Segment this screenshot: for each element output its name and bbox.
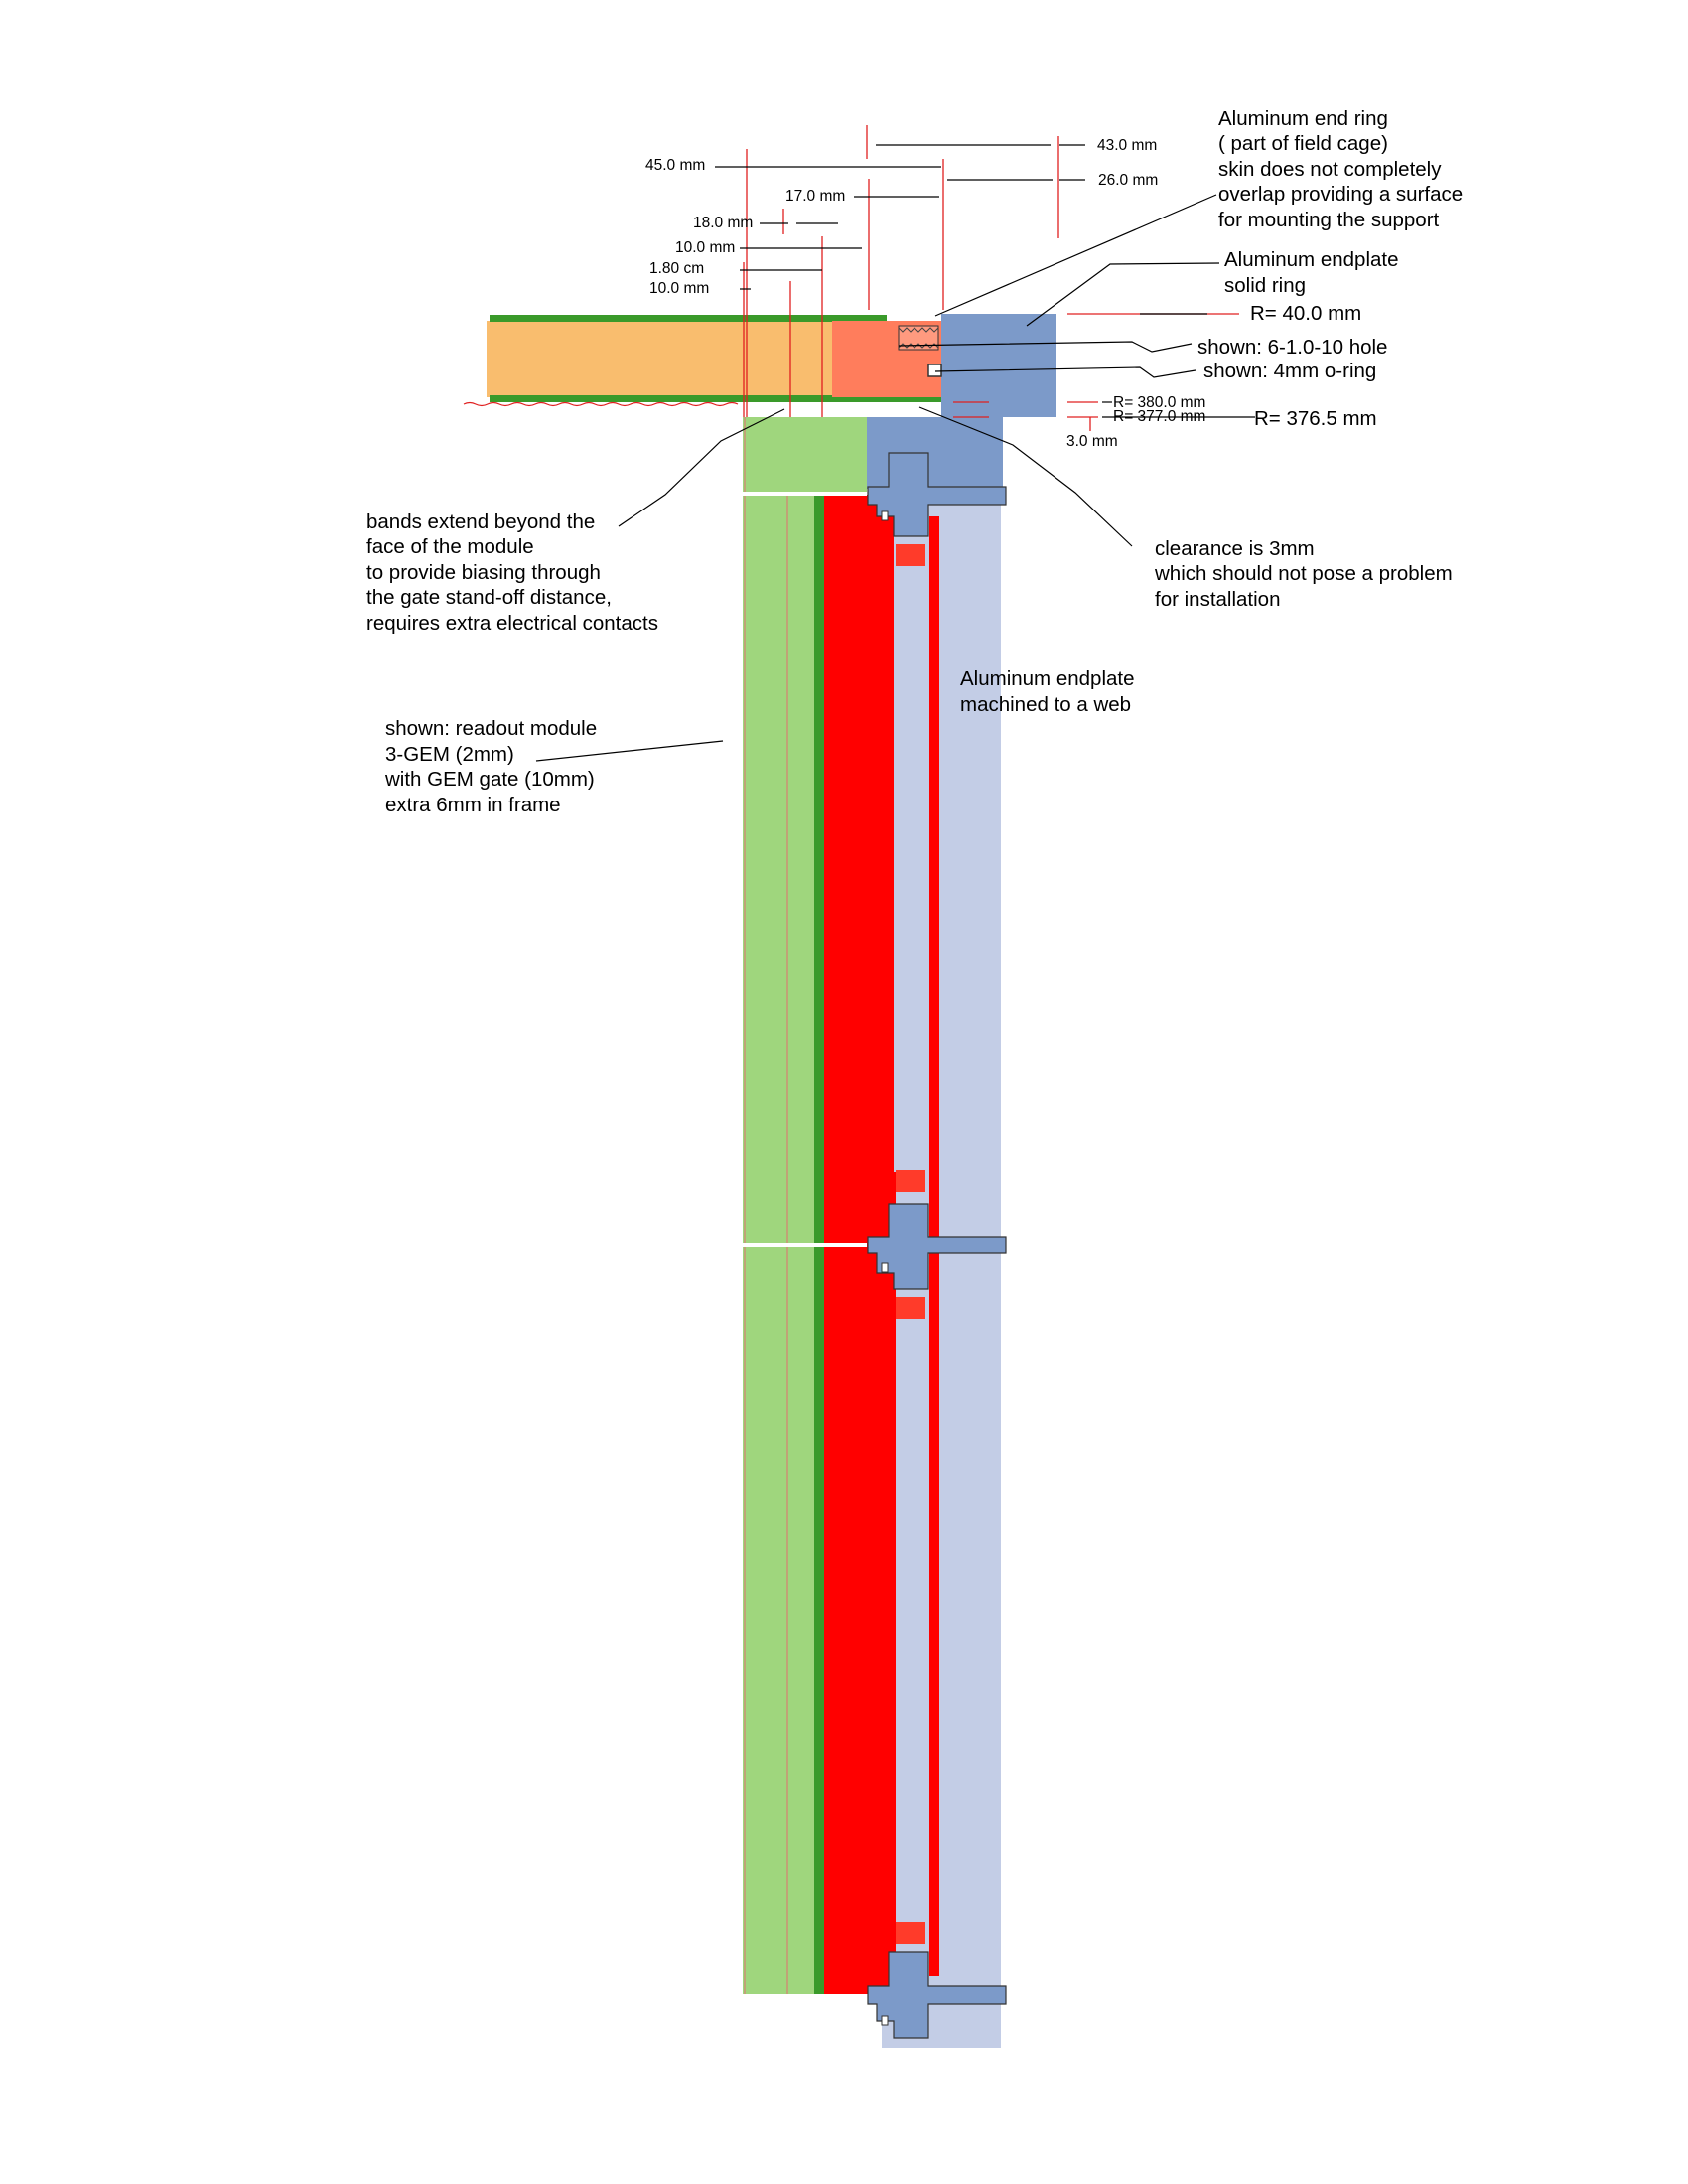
dim-10b: 10.0 mm	[649, 280, 709, 297]
note-r376: R= 376.5 mm	[1254, 407, 1377, 430]
dimension-labels: 45.0 mm 43.0 mm 26.0 mm 17.0 mm 18.0 mm …	[645, 137, 1205, 450]
clamp-top	[867, 452, 1007, 537]
note-readout: shown: readout module 3-GEM (2mm) with G…	[384, 717, 603, 816]
note-hole: shown: 6-1.0-10 hole	[1197, 336, 1387, 359]
endplate-solid-ring	[927, 314, 1056, 417]
dim-26: 26.0 mm	[1098, 172, 1158, 189]
clamp-middle	[867, 1203, 1007, 1290]
thread-teeth	[898, 327, 939, 349]
spacer-block	[896, 1922, 925, 1944]
dim-18: 18.0 mm	[693, 215, 753, 231]
module-separator-mid	[743, 1243, 867, 1247]
note-bands: bands extend beyond the face of the modu…	[366, 510, 658, 635]
readout-module	[743, 417, 1007, 2048]
leader-lines	[535, 144, 1255, 762]
note-oring: shown: 4mm o-ring	[1203, 360, 1376, 382]
clamp-bottom	[867, 1951, 1007, 2039]
endplate-upper-block	[867, 417, 1003, 489]
note-endplate-web: Aluminum endplate machined to a web	[960, 667, 1140, 716]
note-endplate-solid: Aluminum endplate solid ring	[1224, 248, 1404, 297]
module-frame-top	[743, 417, 867, 495]
field-cage-skin-top	[490, 315, 887, 322]
dim-43: 43.0 mm	[1097, 137, 1157, 154]
dim-180cm: 1.80 cm	[649, 260, 704, 277]
module-separator-top	[743, 492, 867, 496]
dim-gap3: 3.0 mm	[1066, 433, 1118, 450]
spacer-block	[896, 544, 925, 566]
annotation-notes: Aluminum end ring ( part of field cage) …	[366, 107, 1469, 816]
note-r40: R= 40.0 mm	[1250, 302, 1361, 325]
threaded-hole	[898, 325, 939, 351]
spacer-block	[896, 1170, 925, 1192]
dim-r377: R= 377.0 mm	[1113, 408, 1205, 425]
note-clearance: clearance is 3mm which should not pose a…	[1154, 537, 1458, 611]
field-cage-core	[487, 321, 836, 397]
web-gap-1	[894, 526, 929, 1172]
dimension-lines	[743, 125, 1239, 431]
field-cage-skin-bottom	[490, 395, 944, 402]
cut-line	[463, 401, 739, 407]
dim-45: 45.0 mm	[645, 157, 705, 174]
o-ring	[927, 364, 942, 377]
module-frame	[743, 417, 814, 1994]
dim-r380: R= 380.0 mm	[1113, 394, 1205, 411]
spacer-block	[896, 1297, 925, 1319]
field-cage-assembly	[463, 315, 944, 407]
dim-10a: 10.0 mm	[675, 239, 735, 256]
note-end-ring: Aluminum end ring ( part of field cage) …	[1218, 107, 1469, 231]
dim-17: 17.0 mm	[785, 188, 845, 205]
